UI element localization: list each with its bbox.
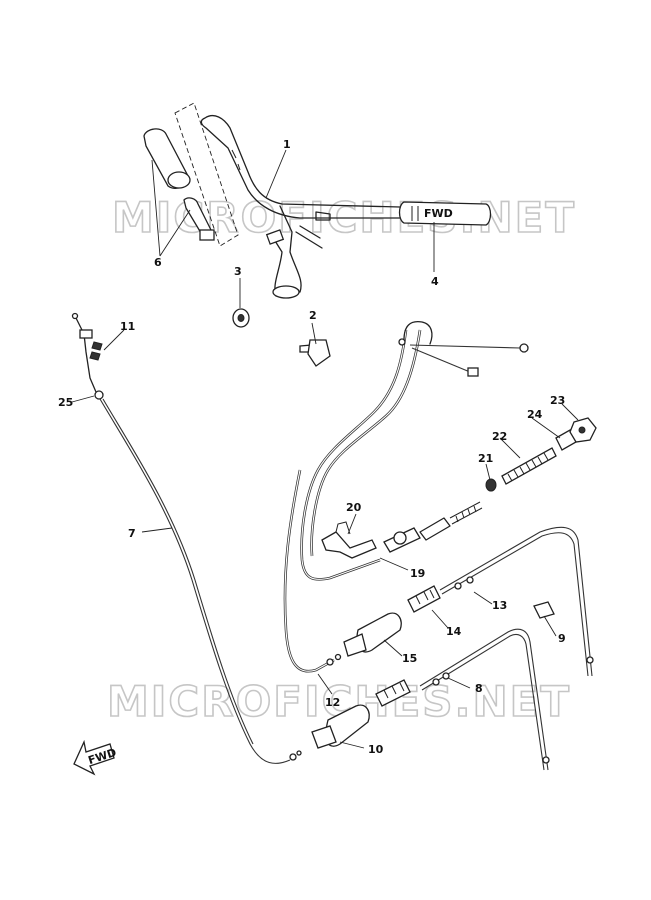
callout-11: 11 xyxy=(120,320,135,333)
cable-right-loop xyxy=(283,320,529,673)
callout-15: 15 xyxy=(402,652,417,665)
collar-9 xyxy=(533,601,555,619)
callout-6: 6 xyxy=(154,256,162,269)
callout-12: 12 xyxy=(325,696,340,709)
grip-text: FWD xyxy=(424,207,453,220)
bolt xyxy=(299,339,331,367)
callout-8: 8 xyxy=(475,682,483,695)
leaders xyxy=(71,149,579,749)
cable-8 xyxy=(419,628,550,771)
bracket xyxy=(321,521,377,559)
callout-24: 24 xyxy=(527,408,543,421)
grips-left xyxy=(143,102,239,247)
cable-13 xyxy=(439,526,594,677)
callout-25: 25 xyxy=(58,396,73,409)
callout-13: 13 xyxy=(492,599,507,612)
adjuster-assembly xyxy=(383,417,597,553)
callout-2: 2 xyxy=(309,309,317,322)
callout-19: 19 xyxy=(410,567,425,580)
callout-labels: 1 2 3 4 6 7 8 9 10 11 12 13 14 15 19 20 … xyxy=(58,138,566,756)
grip-right: FWD xyxy=(398,201,492,226)
callout-10: 10 xyxy=(368,743,384,756)
fwd-arrow: FWD xyxy=(73,739,118,776)
switch-14 xyxy=(407,585,441,613)
switch-8 xyxy=(375,679,411,707)
callout-7: 7 xyxy=(128,527,136,540)
watermark-bottom: MICROFICHES.NET xyxy=(107,677,571,726)
throttle-grip-10 xyxy=(311,704,370,749)
cable-left xyxy=(71,312,302,764)
fwd-arrow-label: FWD xyxy=(87,746,118,767)
callout-3: 3 xyxy=(234,265,242,278)
callout-9: 9 xyxy=(558,632,566,645)
callout-23: 23 xyxy=(550,394,565,407)
callout-1: 1 xyxy=(283,138,291,151)
callout-14: 14 xyxy=(446,625,462,638)
nut xyxy=(232,308,250,328)
callout-22: 22 xyxy=(492,430,507,443)
callout-20: 20 xyxy=(346,501,362,514)
callout-21: 21 xyxy=(478,452,493,465)
grip-15 xyxy=(343,612,402,657)
callout-4: 4 xyxy=(431,275,439,288)
